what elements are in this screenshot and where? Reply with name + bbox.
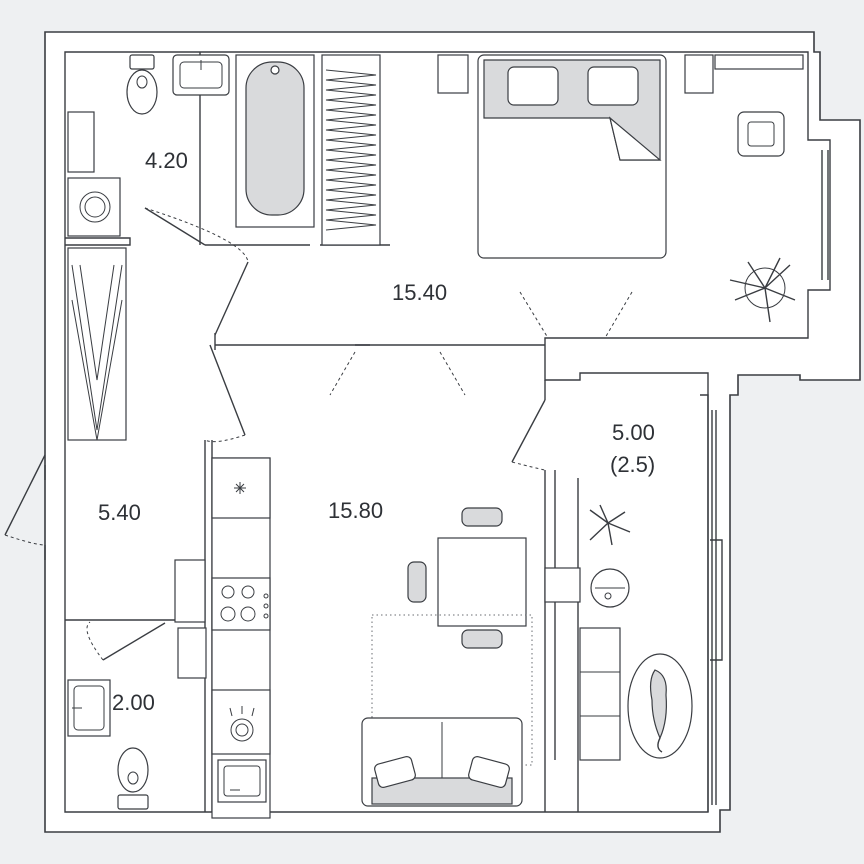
rug-icon: [627, 653, 693, 759]
sink-icon: [172, 54, 230, 96]
bathtub-icon: [235, 54, 315, 228]
nightstand-icon: [684, 54, 714, 94]
desk-icon: [714, 54, 804, 70]
dishwasher-icon: [211, 689, 271, 755]
room-area-wc: 2.00: [112, 690, 155, 715]
lamp-icon: [590, 568, 630, 608]
plant-icon: [729, 257, 796, 323]
room-area-bedroom: 15.40: [392, 280, 447, 305]
doors: [4, 207, 633, 661]
bed-icon: [437, 54, 667, 259]
pillow-icon: [507, 66, 559, 106]
windows: [711, 150, 829, 805]
stool-icon: [737, 111, 785, 157]
sink-icon: [217, 759, 267, 803]
fridge-icon: [211, 457, 271, 519]
washing-machine-icon: [67, 177, 121, 237]
chair-icon: [461, 629, 503, 649]
room-area-kitchen-living: 15.80: [328, 498, 383, 523]
kitchen-fixtures: [211, 457, 271, 819]
cat-icon: [649, 669, 667, 753]
shelf-icon: [174, 559, 206, 623]
pillow-icon: [587, 66, 639, 106]
sofa-icon: [579, 627, 621, 761]
wc-fixtures: [67, 559, 207, 810]
toilet-icon: [126, 54, 158, 115]
stove-icon: [211, 577, 271, 631]
chair-icon: [407, 561, 427, 603]
room-area-hallway: 5.40: [98, 500, 141, 525]
rug-icon: [371, 614, 533, 766]
room-labels: 4.20 15.40 5.40 15.80 5.00 (2.5) 2.00: [98, 148, 655, 715]
dining-table-icon: [437, 537, 527, 627]
room-area-balcony-reduced: (2.5): [610, 452, 655, 477]
dining-area: [407, 507, 527, 649]
chair-icon: [461, 507, 503, 527]
sink-icon: [67, 679, 111, 737]
plant-icon: [589, 504, 631, 546]
shelf-icon: [67, 111, 95, 173]
room-area-bathroom: 4.20: [145, 148, 188, 173]
bathroom-fixtures: [67, 54, 315, 237]
room-area-balcony: 5.00: [612, 420, 655, 445]
boiler-icon: [177, 627, 207, 679]
toilet-icon: [117, 747, 149, 810]
wardrobe-icon: [67, 54, 381, 441]
balcony-furniture: [544, 504, 693, 761]
sofa-icon: [361, 717, 523, 807]
